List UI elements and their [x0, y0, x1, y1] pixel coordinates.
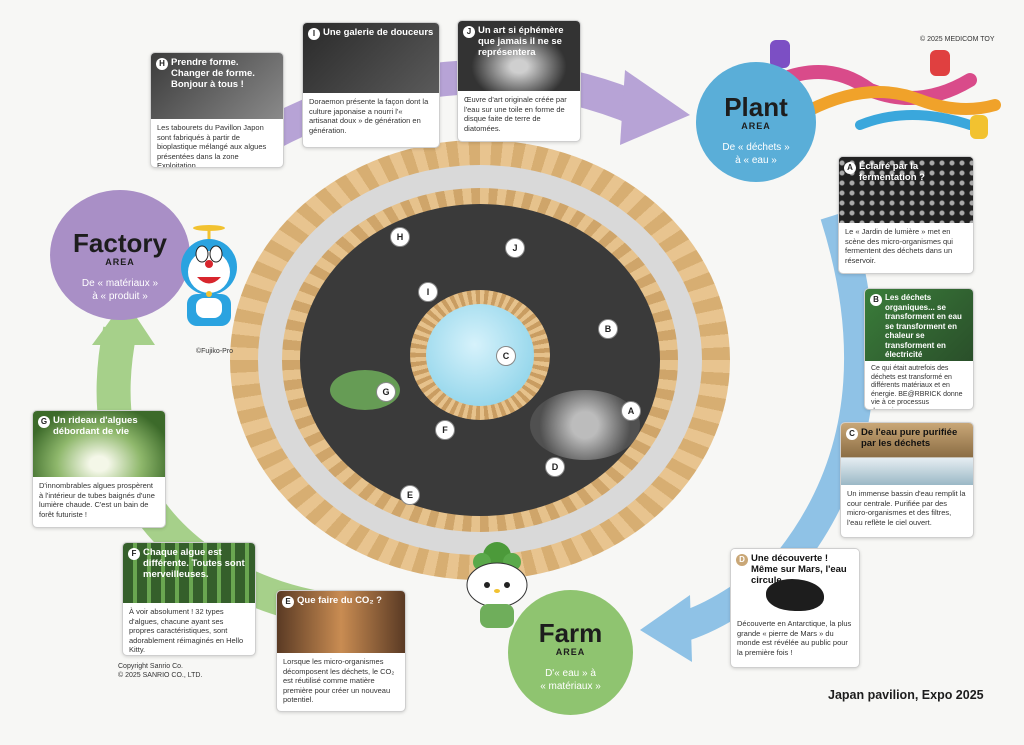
- plant-area-desc-1: De « déchets »: [722, 142, 790, 153]
- card-i-image: I Une galerie de douceurs: [303, 23, 439, 93]
- card-h-text: Les tabourets du Pavillon Japon sont fab…: [157, 123, 267, 168]
- map-label-b: B: [598, 319, 618, 339]
- card-e: E Que faire du CO₂ ? Lorsque les micro-o…: [276, 590, 406, 712]
- card-a-badge: A: [844, 162, 856, 174]
- card-f: F Chaque algue est différente. Toutes so…: [122, 542, 256, 656]
- factory-area-name: Factory: [73, 228, 167, 258]
- factory-area-desc-2: à « produit »: [92, 291, 148, 302]
- card-c-image: C De l'eau pure purifiée par les déchets: [841, 423, 973, 485]
- card-i-title: Une galerie de douceurs: [323, 27, 434, 38]
- map-label-i: I: [418, 282, 438, 302]
- card-g-text: D'innombrables algues prospèrent à l'int…: [39, 481, 155, 519]
- map-label-e: E: [400, 485, 420, 505]
- card-i: I Une galerie de douceurs Doraemon prése…: [302, 22, 440, 148]
- card-g-title: Un rideau d'algues débordant de vie: [53, 415, 138, 437]
- card-j: J Un art si éphémère que jamais il ne se…: [457, 20, 581, 142]
- card-d-image: D Une découverte ! Même sur Mars, l'eau …: [731, 549, 859, 615]
- card-b-title: Les déchets organiques... se transformen…: [885, 293, 962, 359]
- farm-area-desc-1: D'« eau » à: [545, 668, 596, 679]
- footer-title: Japan pavilion, Expo 2025: [828, 688, 984, 702]
- factory-area-desc-1: De « matériaux »: [81, 278, 159, 289]
- card-b-image: B Les déchets organiques... se transform…: [865, 289, 973, 361]
- card-e-text: Lorsque les micro-organismes décomposent…: [283, 657, 395, 704]
- plant-area-name: Plant: [724, 92, 788, 122]
- card-b-text: Ce qui était autrefois des déchets est t…: [871, 365, 963, 409]
- card-j-image: J Un art si éphémère que jamais il ne se…: [458, 21, 580, 91]
- card-b: B Les déchets organiques... se transform…: [864, 288, 974, 410]
- card-i-text: Doraemon présente la façon dont la cultu…: [309, 97, 429, 135]
- fujiko-copyright: ©Fujiko-Pro: [196, 348, 234, 355]
- plant-area-circle: Plant AREA De « déchets » à « eau »: [696, 62, 816, 182]
- hello-kitty-illustration: [466, 542, 528, 628]
- card-d-text: Découverte en Antarctique, la plus grand…: [737, 619, 852, 657]
- card-d-title: Une découverte ! Même sur Mars, l'eau ci…: [751, 553, 847, 586]
- card-c-badge: C: [846, 428, 858, 440]
- card-b-badge: B: [870, 294, 882, 306]
- card-h-badge: H: [156, 58, 168, 70]
- card-d-badge: D: [736, 554, 748, 566]
- card-g-badge: G: [38, 416, 50, 428]
- card-a-image: A Éclairé par la fermentation ?: [839, 157, 973, 223]
- bearbrick-splash-illustration: [770, 40, 1001, 139]
- farm-area-circle: Farm AREA D'« eau » à « matériaux »: [508, 590, 633, 715]
- map-label-d: D: [545, 457, 565, 477]
- card-j-badge: J: [463, 26, 475, 38]
- card-d: D Une découverte ! Même sur Mars, l'eau …: [730, 548, 860, 668]
- plant-area-tag: AREA: [741, 121, 771, 131]
- map-label-j: J: [505, 238, 525, 258]
- card-f-text: À voir absolument ! 32 types d'algues, c…: [129, 607, 244, 654]
- card-j-text: Œuvre d'art originale créée par l'eau su…: [464, 95, 567, 133]
- card-f-image: F Chaque algue est différente. Toutes so…: [123, 543, 255, 603]
- card-e-title: Que faire du CO₂ ?: [297, 595, 382, 606]
- card-f-title: Chaque algue est différente. Toutes sont…: [143, 547, 245, 580]
- map-label-g: G: [376, 382, 396, 402]
- card-e-badge: E: [282, 596, 294, 608]
- card-a-text: Le « Jardin de lumière » met en scène de…: [845, 227, 953, 265]
- card-c-title: De l'eau pure purifiée par les déchets: [861, 427, 958, 449]
- doraemon-illustration: [181, 225, 237, 326]
- plant-area-desc-2: à « eau »: [735, 155, 777, 166]
- card-i-badge: I: [308, 28, 320, 40]
- card-c-text: Un immense bassin d'eau remplit la cour …: [847, 489, 966, 527]
- farm-area-desc-2: « matériaux »: [540, 681, 601, 692]
- factory-area-circle: Factory AREA De « matériaux » à « produi…: [50, 190, 190, 320]
- medicom-copyright: © 2025 MEDICOM TOY: [920, 36, 995, 43]
- map-label-c: C: [496, 346, 516, 366]
- map-label-f: F: [435, 420, 455, 440]
- card-g: G Un rideau d'algues débordant de vie D'…: [32, 410, 166, 528]
- card-h-image: H Prendre forme. Changer de forme. Bonjo…: [151, 53, 283, 119]
- factory-area-tag: AREA: [105, 257, 135, 267]
- card-a: A Éclairé par la fermentation ? Le « Jar…: [838, 156, 974, 274]
- card-h-title: Prendre forme. Changer de forme. Bonjour…: [171, 57, 255, 90]
- card-h: H Prendre forme. Changer de forme. Bonjo…: [150, 52, 284, 168]
- farm-area-name: Farm: [538, 618, 603, 648]
- map-label-a: A: [621, 401, 641, 421]
- mars-stone-image: [766, 579, 824, 611]
- card-c: C De l'eau pure purifiée par les déchets…: [840, 422, 974, 538]
- card-j-title: Un art si éphémère que jamais il ne se r…: [478, 25, 564, 58]
- farm-area-tag: AREA: [555, 647, 586, 657]
- card-e-image: E Que faire du CO₂ ?: [277, 591, 405, 653]
- card-f-badge: F: [128, 548, 140, 560]
- sanrio-copyright-1: Copyright Sanrio Co.: [118, 663, 183, 670]
- card-g-image: G Un rideau d'algues débordant de vie: [33, 411, 165, 477]
- sanrio-copyright-2: © 2025 SANRIO CO., LTD.: [118, 672, 203, 679]
- central-water-basin: [426, 304, 534, 406]
- pavilion-map: A B C D E F G H I J: [230, 140, 730, 580]
- light-garden: [530, 390, 640, 460]
- card-a-title: Éclairé par la fermentation ?: [859, 161, 925, 183]
- map-label-h: H: [390, 227, 410, 247]
